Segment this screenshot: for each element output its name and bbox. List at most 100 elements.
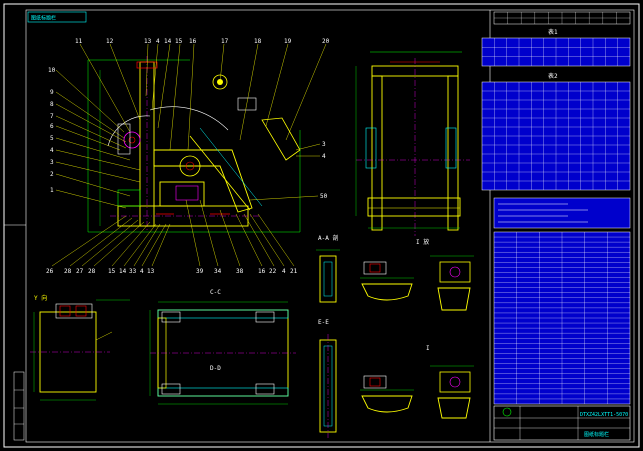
label-aa: A-A 剖	[318, 234, 338, 242]
main-side-block	[117, 189, 141, 207]
balloon-right-4: 4	[322, 153, 326, 160]
table-2-grid	[482, 82, 630, 190]
leader-bot-8	[141, 223, 167, 267]
cc-view: C-C D-D	[149, 289, 296, 405]
label-view-1: I 放	[416, 238, 429, 246]
d2-right-block	[439, 371, 471, 393]
leader-left-10	[55, 189, 127, 209]
main-arm-diag2	[199, 127, 263, 207]
balloons-left-labels: 10 9 8 7 6 5 4 3 2 1	[48, 67, 56, 194]
main-arc-right	[149, 106, 229, 131]
leader-bot-14	[243, 213, 275, 267]
title-block	[493, 405, 631, 441]
balloon-bot-14: 14	[119, 268, 127, 275]
table-2-title: 表2	[548, 72, 558, 80]
balloon-top-14: 14	[164, 38, 172, 45]
balloon-right-3: 3	[322, 141, 326, 148]
d1-right-base	[437, 287, 471, 311]
y-top-plate	[55, 303, 93, 319]
leader-bot-7	[133, 223, 161, 267]
side-leg-left	[371, 75, 383, 231]
d1-right-circle	[449, 266, 461, 278]
header-strip-cells	[494, 12, 630, 24]
side-base	[367, 197, 461, 217]
balloon-top-12: 12	[106, 38, 114, 45]
balloon-top-18: 18	[254, 38, 262, 45]
cc-block-br	[255, 383, 275, 395]
title-tag: 图纸标题栏	[31, 15, 56, 22]
leader-bot-5	[111, 221, 151, 267]
leader-top-2	[109, 43, 141, 121]
d1-right-block	[439, 261, 471, 283]
leader-bot-9	[151, 223, 171, 267]
balloons-top-labels: 11 12 13 4 14 15 16 17 18 19 20	[75, 38, 330, 45]
drawing-frame-outer	[3, 3, 640, 448]
side-leg-right	[447, 75, 459, 231]
balloon-top-11: 11	[75, 38, 83, 45]
tb-logo-icon	[502, 407, 512, 417]
main-arm	[153, 149, 253, 213]
balloon-left-10: 10	[48, 67, 56, 74]
leader-left-2	[55, 91, 125, 139]
side-pad-left	[365, 127, 377, 169]
leader-left-6	[55, 137, 131, 161]
d2-base	[361, 395, 413, 413]
aa-channel-inner	[323, 261, 333, 297]
table-1-grid	[482, 38, 630, 66]
balloon-bot-33: 33	[129, 268, 137, 275]
notes-lines	[498, 203, 588, 223]
y-view: Y 向	[30, 294, 130, 401]
balloons-bottom-labels: 26 28 27 28 15 14 33 4 13 39 34 38 16 22…	[46, 268, 298, 275]
balloon-left-4: 4	[50, 147, 54, 154]
balloon-bot-21: 21	[290, 268, 298, 275]
table-1-title: 表1	[548, 28, 558, 36]
d1-base	[361, 283, 413, 301]
main-hub-left-inner	[128, 136, 136, 144]
balloon-left-3: 3	[50, 159, 54, 166]
balloons-left	[55, 69, 141, 209]
leader-top-4	[151, 43, 159, 111]
balloon-bot-22: 22	[269, 268, 277, 275]
tb-company: 图纸标题栏	[584, 431, 609, 438]
balloon-left-5: 5	[50, 135, 54, 142]
cc-block-bl	[161, 383, 181, 395]
y-leader	[95, 331, 113, 341]
balloon-top-13: 13	[144, 38, 152, 45]
balloon-bot-15: 15	[108, 268, 116, 275]
balloon-left-2: 2	[50, 171, 54, 178]
leader-top-6	[169, 43, 181, 151]
leader-bot-6	[123, 223, 157, 267]
aa-section: A-A 剖 E-E	[316, 234, 340, 438]
balloon-top-15: 15	[175, 38, 183, 45]
balloon-left-9: 9	[50, 89, 54, 96]
cc-top-flange	[157, 309, 289, 319]
leader-left-7	[55, 149, 141, 171]
aa-channel	[319, 255, 337, 303]
detail-view-2: I	[360, 345, 474, 419]
tb-drawing-no: DTXZ42LXTT1-5070	[580, 412, 628, 418]
main-hub-right	[179, 155, 201, 177]
label-dd: D-D	[210, 365, 221, 372]
balloon-bot-13: 13	[147, 268, 155, 275]
balloon-bot-4: 4	[140, 268, 144, 275]
label-view-2: I	[426, 345, 430, 352]
leader-bot-13	[235, 213, 263, 267]
balloon-bot-27: 27	[76, 268, 84, 275]
d1-bolt-inner	[369, 263, 381, 273]
label-ee: E-E	[318, 319, 329, 326]
balloons-top	[79, 43, 327, 151]
leader-top-10	[265, 43, 289, 127]
balloons-right	[249, 143, 321, 201]
leader-top-7	[187, 43, 195, 151]
parts-grid	[494, 232, 630, 404]
balloon-top-20: 20	[322, 38, 330, 45]
leader-bot-16	[257, 213, 295, 267]
leader-left-3	[55, 103, 127, 143]
balloon-top-16: 16	[189, 38, 197, 45]
leader-left-4	[55, 115, 127, 149]
balloon-bot-26: 26	[46, 268, 54, 275]
main-top-disc	[212, 74, 228, 90]
leader-bot-3	[81, 219, 139, 267]
balloon-bot-39: 39	[196, 268, 204, 275]
